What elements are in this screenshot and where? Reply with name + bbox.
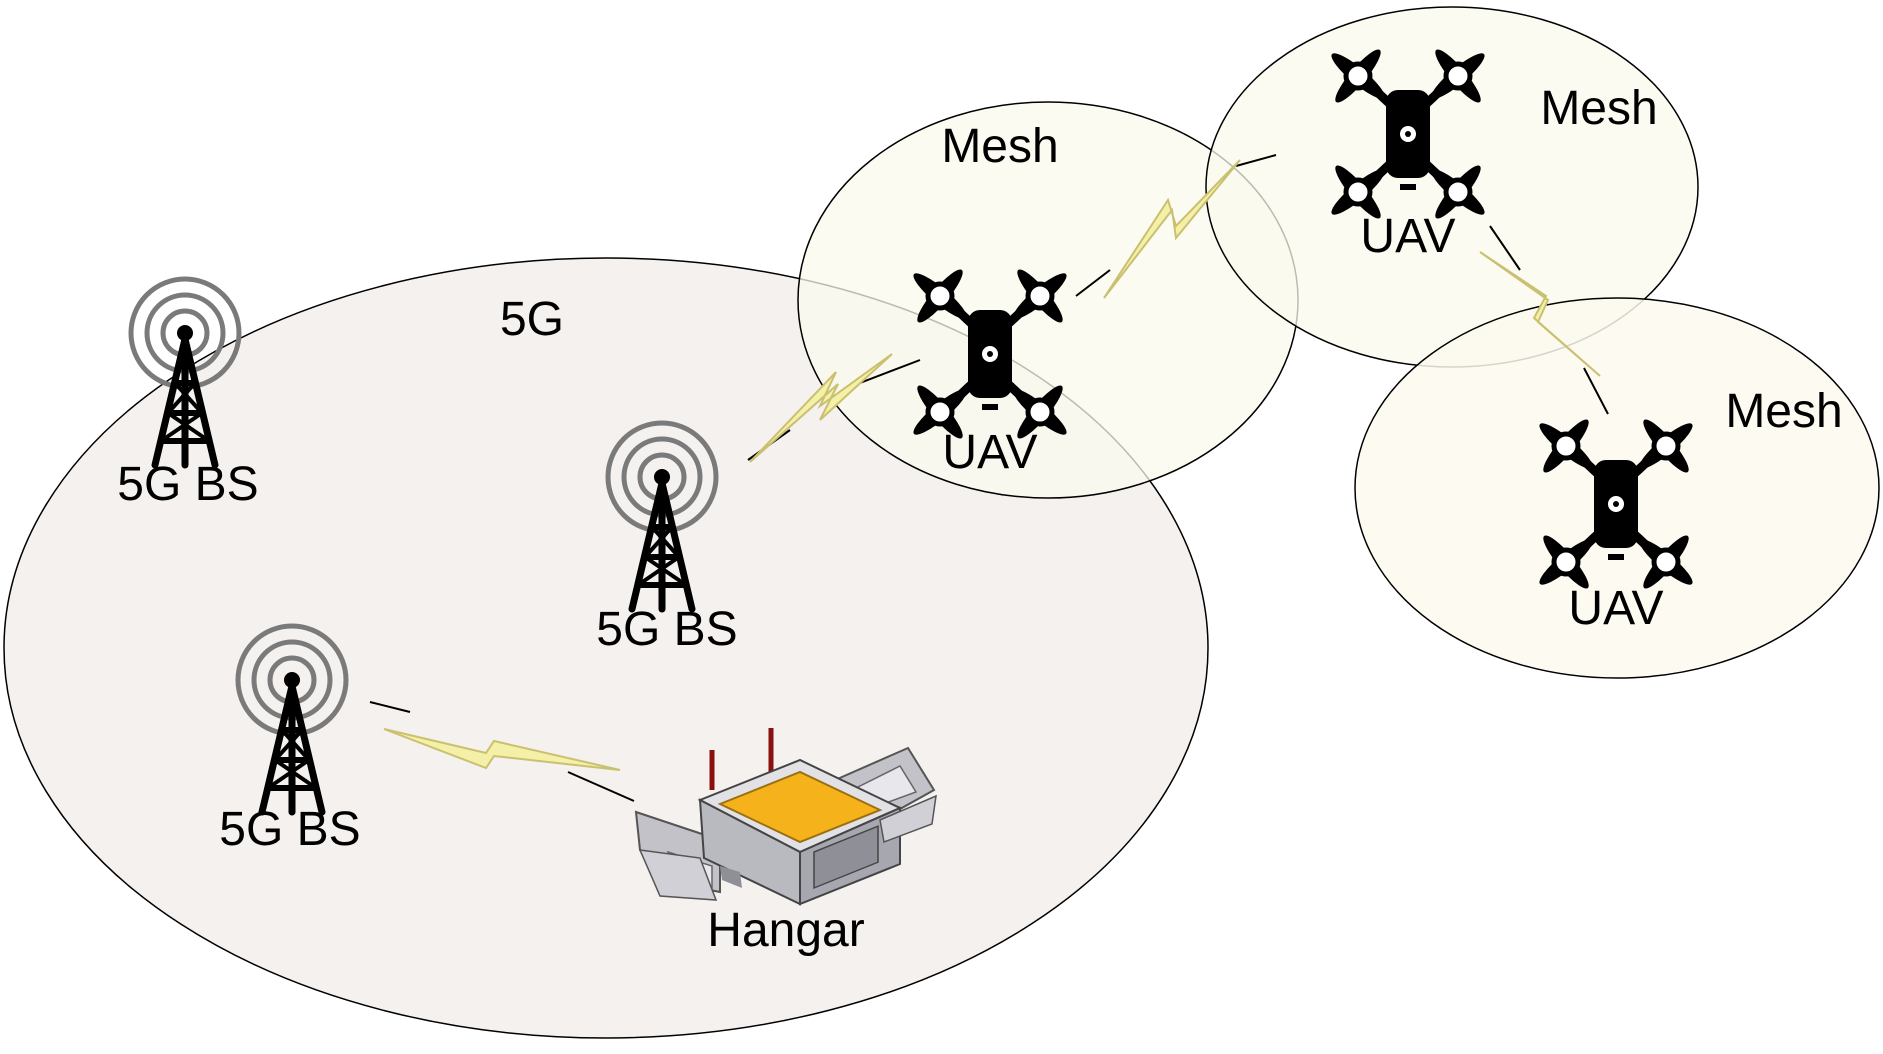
bs-label-3: 5G BS [219, 803, 360, 856]
region-label-mesh-1: Mesh [941, 120, 1058, 173]
region-label-mesh-3: Mesh [1725, 385, 1842, 438]
uav-label-1: UAV [942, 426, 1037, 479]
uav-label-3: UAV [1568, 582, 1663, 635]
uav-label-2: UAV [1360, 210, 1455, 263]
bs-label-1: 5G BS [117, 458, 258, 511]
lightning-icon [749, 353, 893, 463]
link-bs-uav [747, 353, 921, 463]
region-label-5g: 5G [500, 293, 564, 346]
link-bs-hangar [369, 701, 635, 802]
link-uav-uav [1075, 154, 1277, 299]
region-label-mesh-2: Mesh [1540, 82, 1657, 135]
link-uav-uav-2 [1479, 225, 1609, 415]
hangar-icon [634, 728, 937, 906]
lightning-icon [1479, 251, 1601, 377]
lightning-icon [383, 728, 621, 771]
lightning-icon [1103, 159, 1241, 299]
bs-label-2: 5G BS [596, 603, 737, 656]
hangar-label: Hangar [707, 904, 864, 957]
